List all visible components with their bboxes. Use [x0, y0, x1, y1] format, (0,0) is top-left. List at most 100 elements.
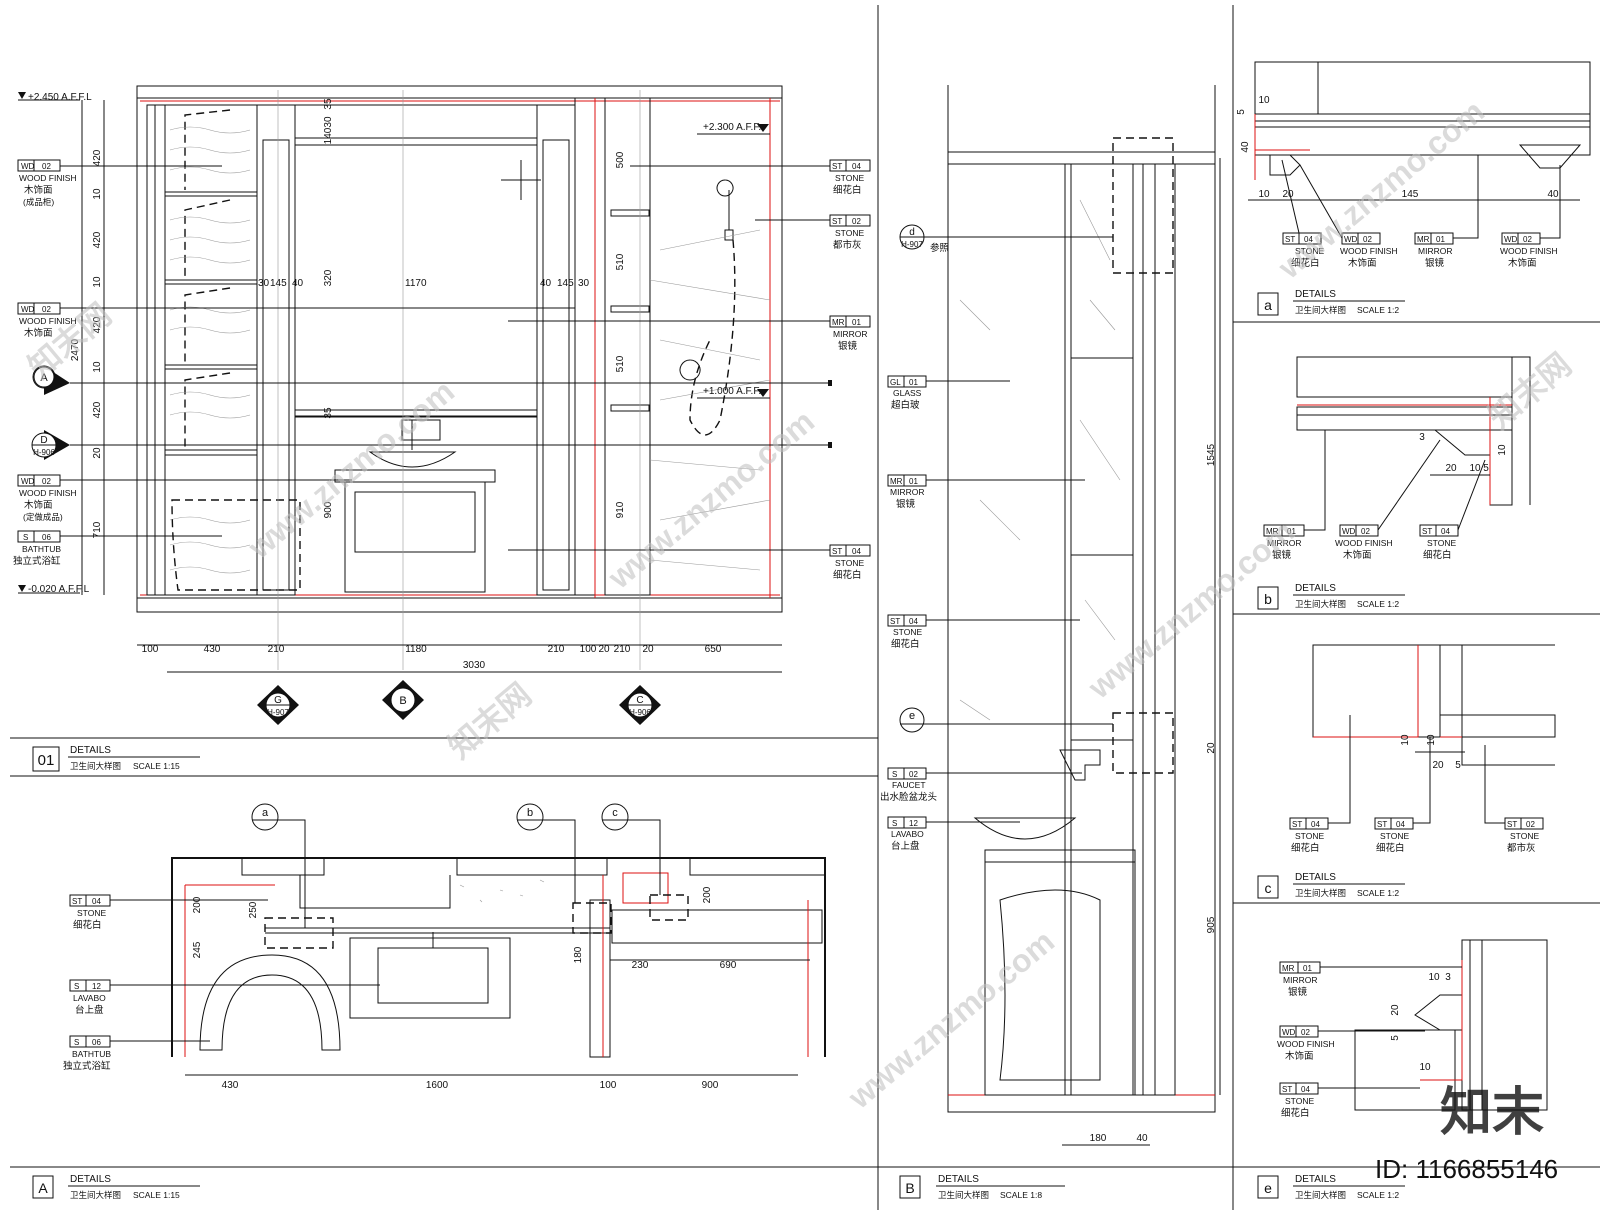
svg-text:WD: WD — [1504, 235, 1518, 244]
title-details: DETAILS — [1295, 872, 1336, 883]
svg-text:STONE: STONE — [1295, 246, 1324, 256]
section-marker-B: B — [382, 680, 424, 720]
callout-b: b — [516, 803, 576, 903]
title-details: DETAILS — [1295, 1174, 1336, 1185]
svg-text:STONE: STONE — [835, 173, 864, 183]
detail-e-tags: MR 01 MIRROR 银镜 WD 02 WOOD FINISH 木饰面 ST… — [1277, 961, 1462, 1119]
svg-text:3: 3 — [1445, 972, 1451, 983]
panel-borders — [10, 5, 1600, 1210]
elev-left-dims: 420 10 420 10 420 10 420 20 710 2470 — [70, 100, 105, 595]
title-block-a: a DETAILS 卫生间大样图 SCALE 1:2 — [1257, 289, 1405, 316]
svg-text:230: 230 — [632, 960, 649, 971]
svg-text:20: 20 — [92, 447, 103, 459]
svg-text:WD: WD — [21, 305, 35, 314]
svg-text:210: 210 — [268, 644, 285, 655]
svg-text:01: 01 — [909, 378, 918, 387]
svg-text:500: 500 — [615, 151, 626, 168]
svg-text:01: 01 — [909, 477, 918, 486]
detail-e: 10 3 20 5 10 — [1354, 939, 1548, 1111]
svg-text:145: 145 — [1402, 189, 1419, 200]
material-tag: GL 01 GLASS 超白玻 — [887, 375, 1010, 411]
title-details: DETAILS — [1295, 289, 1336, 300]
svg-text:140: 140 — [323, 127, 334, 144]
title-block-c: c DETAILS 卫生间大样图 SCALE 1:2 — [1257, 872, 1405, 899]
svg-text:LAVABO: LAVABO — [73, 993, 106, 1003]
material-tag: WD 02 WOOD FINISH 木饰面 (定做成品) — [17, 474, 352, 522]
detail-a: 10 5 40 10 20 145 40 — [1236, 61, 1591, 201]
svg-text:04: 04 — [852, 162, 861, 171]
svg-text:D: D — [40, 435, 47, 446]
detail-marker-d: d H-907 参照 — [899, 224, 1113, 254]
material-tag: WD 02 WOOD FINISH 木饰面 — [1299, 164, 1398, 269]
level-floor: -0.020 A.F.F.L — [28, 584, 90, 595]
title-block-01: 01 DETAILS 卫生间大样图 SCALE 1:15 — [32, 745, 200, 772]
title-num: a — [1264, 297, 1272, 313]
svg-text:细花白: 细花白 — [1291, 842, 1320, 854]
title-num: 01 — [38, 752, 55, 769]
svg-text:ST: ST — [1377, 820, 1387, 829]
svg-text:木饰面: 木饰面 — [1508, 257, 1537, 269]
svg-text:04: 04 — [92, 897, 101, 906]
svg-text:STONE: STONE — [835, 558, 864, 568]
svg-text:WD: WD — [21, 162, 35, 171]
material-tag: ST 04 STONE 细花白 — [1289, 715, 1351, 854]
svg-text:台上盘: 台上盘 — [891, 840, 920, 852]
svg-text:30: 30 — [578, 278, 590, 289]
svg-text:银镜: 银镜 — [1425, 257, 1445, 269]
title-block-b: b DETAILS 卫生间大样图 SCALE 1:2 — [1257, 583, 1405, 610]
level-shower-head: +2.300 A.F.F. — [703, 122, 761, 133]
title-block-A: A DETAILS 卫生间大样图 SCALE 1:15 — [32, 1174, 200, 1200]
svg-text:台上盘: 台上盘 — [75, 1004, 104, 1016]
svg-text:WOOD FINISH: WOOD FINISH — [1500, 246, 1558, 256]
svg-text:细花白: 细花白 — [833, 184, 862, 196]
svg-text:02: 02 — [1301, 1028, 1310, 1037]
material-tag: MR 01 MIRROR 银镜 — [1414, 155, 1479, 269]
material-tag: ST 04 STONE 细花白 — [1419, 459, 1486, 561]
title-cn: 卫生间大样图 — [1295, 888, 1346, 898]
svg-text:B: B — [399, 695, 406, 707]
svg-text:5: 5 — [1483, 463, 1489, 474]
svg-text:04: 04 — [1304, 235, 1313, 244]
material-tag: ST 02 STONE 都市灰 — [755, 214, 871, 251]
svg-text:STONE: STONE — [1380, 831, 1409, 841]
svg-text:2470: 2470 — [70, 338, 81, 361]
svg-text:STONE: STONE — [835, 228, 864, 238]
svg-text:www.znzmo.com: www.znzmo.com — [1271, 93, 1491, 286]
svg-text:100: 100 — [580, 644, 597, 655]
svg-text:905: 905 — [1206, 916, 1217, 933]
svg-text:WOOD FINISH: WOOD FINISH — [19, 316, 77, 326]
svg-text:参照: 参照 — [930, 242, 950, 254]
svg-text:20: 20 — [1432, 760, 1444, 771]
svg-text:WOOD FINISH: WOOD FINISH — [1340, 246, 1398, 256]
svg-text:ST: ST — [832, 217, 842, 226]
svg-text:S: S — [23, 533, 28, 542]
svg-text:710: 710 — [92, 521, 103, 538]
section-B — [947, 85, 1216, 1113]
svg-text:细花白: 细花白 — [1291, 257, 1320, 269]
svg-text:S: S — [74, 982, 79, 991]
title-cn: 卫生间大样图 — [1295, 599, 1346, 609]
svg-text:H-907: H-907 — [267, 708, 289, 717]
title-details: DETAILS — [938, 1174, 979, 1185]
svg-text:FAUCET: FAUCET — [892, 780, 926, 790]
svg-text:a: a — [262, 807, 269, 819]
svg-text:690: 690 — [720, 960, 737, 971]
elev-bottom-dims: 100 430 210 1180 210 100 20 210 20 650 3… — [137, 644, 782, 673]
svg-text:c: c — [612, 807, 618, 819]
svg-text:02: 02 — [42, 162, 51, 171]
title-num: A — [38, 1180, 48, 1196]
title-scale: SCALE 1:8 — [1000, 1190, 1042, 1200]
svg-text:WOOD FINISH: WOOD FINISH — [1277, 1039, 1335, 1049]
svg-text:MR: MR — [832, 318, 845, 327]
svg-text:35: 35 — [323, 407, 334, 419]
svg-text:银镜: 银镜 — [838, 340, 858, 352]
svg-text:www.znzmo.com: www.znzmo.com — [241, 373, 461, 566]
svg-text:www.znzmo.com: www.znzmo.com — [601, 403, 821, 596]
svg-text:1180: 1180 — [405, 644, 427, 655]
material-tag: ST 04 STONE 细花白 — [1374, 737, 1431, 854]
section-B-marks: d H-907 参照 e — [899, 224, 1113, 733]
material-tag: WD 02 WOOD FINISH 木饰面 — [17, 302, 292, 339]
material-tag: MR 01 MIRROR 银镜 — [887, 474, 1085, 510]
svg-text:04: 04 — [1396, 820, 1405, 829]
